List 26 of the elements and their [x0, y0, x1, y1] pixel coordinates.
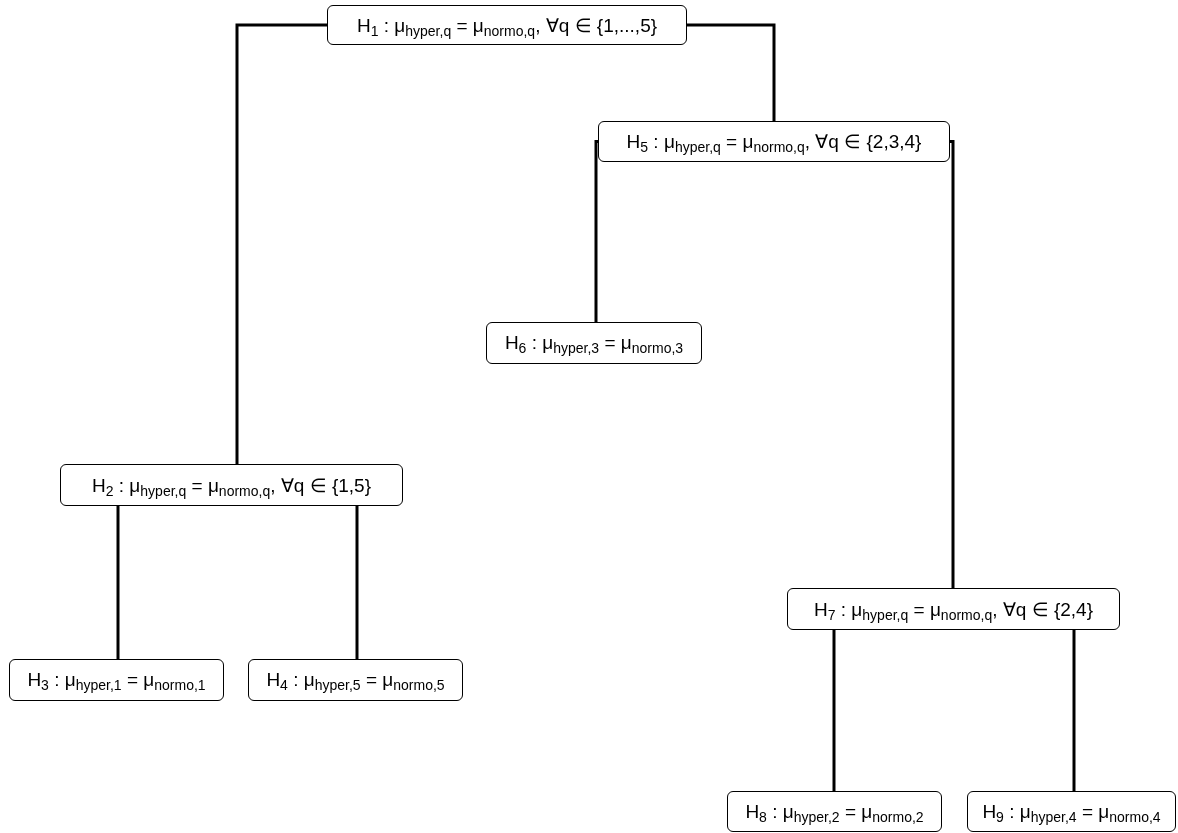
connector-line: [1072, 630, 1076, 791]
hypothesis-text: H$_{3}$ : μ$_{hyper,1}$ = μ$_{normo,1}$: [27, 669, 206, 691]
hypothesis-text: H$_{4}$ : μ$_{hyper,5}$ = μ$_{normo,5}$: [266, 669, 445, 691]
hypothesis-text: H$_{7}$ : μ$_{hyper,q}$ = μ$_{normo,q}$, ∀q ∈ {2,4}: [814, 597, 1093, 621]
hypothesis-box: [787, 588, 1120, 630]
hypothesis-box: [486, 322, 702, 364]
connector-line: [949, 140, 955, 588]
hypothesis-box: [248, 659, 463, 701]
connector-line: [235, 23, 327, 464]
connector-line: [594, 140, 599, 322]
hypothesis-box: [598, 121, 950, 162]
hypothesis-text: H$_{2}$ : μ$_{hyper,q}$ = μ$_{normo,q}$, ∀q ∈ {1,5}: [92, 473, 371, 497]
hypothesis-box: [60, 464, 403, 506]
hypothesis-box: [967, 791, 1176, 832]
hypothesis-text: H$_{5}$ : μ$_{hyper,q}$ = μ$_{normo,q}$, ∀q ∈ {2,3,4}: [626, 130, 922, 153]
hypothesis-text: H$_{8}$ : μ$_{hyper,2}$ = μ$_{normo,2}$: [745, 800, 924, 823]
connector-line: [687, 23, 776, 121]
hypothesis-box: [9, 659, 224, 701]
hypothesis-text: H$_{6}$ : μ$_{hyper,3}$ = μ$_{normo,3}$: [504, 332, 684, 354]
hypothesis-box: [727, 791, 942, 832]
hypothesis-text: H$_{1}$ : μ$_{hyper,q}$ = μ$_{normo,q}$, ∀q ∈ {1,...,5}: [356, 13, 658, 37]
connector-line: [355, 506, 359, 659]
hypothesis-text: H$_{9}$ : μ$_{hyper,4}$ = μ$_{normo,4}$: [982, 800, 1161, 823]
connector-line: [832, 630, 836, 791]
connector-line: [116, 506, 120, 659]
hypothesis-box: [327, 5, 687, 45]
